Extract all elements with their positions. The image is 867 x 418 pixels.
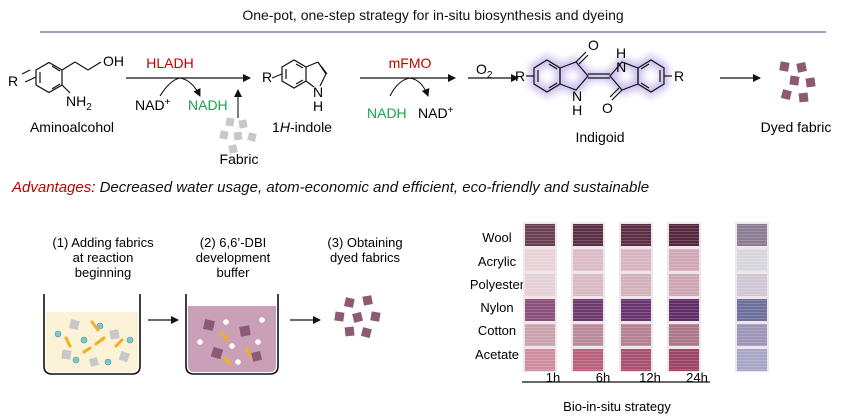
fabric-weave-texture	[737, 299, 767, 321]
step-1-line-3: beginning	[75, 265, 131, 280]
nad-plus-1: NAD+	[135, 97, 171, 113]
fabric-row-cotton: Cotton	[478, 323, 516, 338]
fabric-weave-texture	[737, 324, 767, 346]
fabric-weave-texture	[737, 224, 767, 246]
fabric-weave-texture	[737, 349, 767, 371]
indigoid-o-bottom: O	[602, 100, 613, 116]
beaker-buffer	[185, 294, 279, 375]
step-1-line-1: (1) Adding fabrics	[52, 235, 154, 250]
fabric-strip-frame	[523, 222, 557, 372]
advantages-line: Advantages: Decreased water usage, atom-…	[11, 179, 649, 196]
step-3-line-2: dyed fabrics	[330, 250, 401, 265]
indigoid-r-left: R	[515, 68, 525, 84]
indigoid-o-top: O	[588, 37, 599, 53]
fabric-label: Fabric	[220, 151, 259, 167]
fabric-row-polyester: Polyester	[470, 277, 525, 292]
step-2-line-2: development	[196, 250, 271, 265]
fabric-weave-texture	[737, 274, 767, 296]
beaker-reaction	[43, 294, 141, 375]
fabric-row-labels: Wool Acrylic Polyester Nylon Cotton Acet…	[470, 230, 525, 362]
fabric-weave-texture	[621, 274, 651, 296]
dyed-fabric-squares	[779, 61, 816, 103]
step-2-line-1: (2) 6,6’-DBI	[200, 235, 266, 250]
step-3-text: (3) Obtaining dyed fabrics	[327, 235, 402, 265]
time-label-1h: 1h	[546, 370, 560, 385]
time-labels: 1h 6h 12h 24h	[546, 370, 708, 385]
indigoid-label: Indigoid	[575, 129, 624, 145]
step-2-line-3: buffer	[216, 265, 250, 280]
fabric-weave-texture	[573, 249, 603, 271]
dyed-fabric-label: Dyed fabric	[761, 119, 832, 135]
indole-label: 1H-indole	[272, 119, 332, 135]
indigoid-structure	[526, 51, 672, 101]
time-label-6h: 6h	[596, 370, 610, 385]
nadh-1: NADH	[188, 97, 228, 113]
enzyme-hladh: HLADH	[146, 55, 193, 71]
fabric-strip-frame	[667, 222, 701, 372]
step-1-line-2: at reaction	[73, 250, 134, 265]
step-3-line-1: (3) Obtaining	[327, 235, 402, 250]
fabric-weave-texture	[573, 274, 603, 296]
indole-h: H	[313, 98, 323, 114]
fabric-weave-texture	[573, 299, 603, 321]
step-3-dyed-squares	[334, 295, 381, 339]
fabric-row-nylon: Nylon	[480, 300, 513, 315]
fabric-weave-texture	[669, 224, 699, 246]
aminoalcohol-r: R	[8, 73, 18, 89]
fabric-strips	[523, 222, 769, 372]
fabric-weave-texture	[621, 299, 651, 321]
indigoid-glow	[530, 55, 668, 97]
fabric-row-wool: Wool	[482, 230, 511, 245]
fabric-weave-texture	[525, 224, 555, 246]
aminoalcohol-nh2: NH2	[66, 93, 92, 113]
indole-n: N	[313, 84, 323, 100]
fabric-weave-texture	[669, 299, 699, 321]
indole-structure	[271, 59, 328, 89]
fabric-weave-texture	[621, 349, 651, 371]
fabric-weave-texture	[737, 249, 767, 271]
fabric-weave-texture	[621, 249, 651, 271]
fabric-weave-texture	[621, 224, 651, 246]
fabric-weave-texture	[669, 274, 699, 296]
page-title: One-pot, one-step strategy for in-situ b…	[242, 7, 623, 23]
fabric-weave-texture	[669, 249, 699, 271]
o2-label: O2	[476, 61, 493, 81]
fabric-weave-texture	[573, 224, 603, 246]
indole-r: R	[262, 69, 272, 85]
cofactor-arc-2	[389, 77, 430, 97]
fabric-strip-frame	[619, 222, 653, 372]
fabric-strip-frame	[735, 222, 769, 372]
fabric-weave-texture	[573, 349, 603, 371]
aminoalcohol-label: Aminoalcohol	[30, 119, 114, 135]
aminoalcohol-structure	[21, 61, 102, 94]
step-2-text: (2) 6,6’-DBI development buffer	[196, 235, 271, 280]
nad-plus-2: NAD+	[418, 105, 454, 121]
fabric-weave-texture	[525, 349, 555, 371]
cofactor-arc-1	[159, 77, 201, 97]
fabric-gray-squares	[219, 117, 257, 154]
fabric-weave-texture	[669, 349, 699, 371]
aminoalcohol-oh: OH	[103, 53, 124, 69]
indigoid-r-right: R	[674, 68, 684, 84]
step-1-text: (1) Adding fabrics at reaction beginning	[52, 235, 154, 280]
fabric-weave-texture	[525, 274, 555, 296]
fabric-weave-texture	[573, 324, 603, 346]
fabric-row-acrylic: Acrylic	[478, 254, 517, 269]
time-label-24h: 24h	[686, 370, 708, 385]
fabric-row-acetate: Acetate	[475, 347, 519, 362]
fabric-weave-texture	[525, 249, 555, 271]
axis-caption: Bio-in-situ strategy	[563, 399, 671, 414]
enzyme-mfmo: mFMO	[389, 55, 432, 71]
nadh-2: NADH	[367, 105, 407, 121]
fabric-strip-frame	[571, 222, 605, 372]
fabric-weave-texture	[621, 324, 651, 346]
fabric-weave-texture	[525, 324, 555, 346]
time-label-12h: 12h	[639, 370, 661, 385]
fabric-weave-texture	[669, 324, 699, 346]
fabric-weave-texture	[525, 299, 555, 321]
